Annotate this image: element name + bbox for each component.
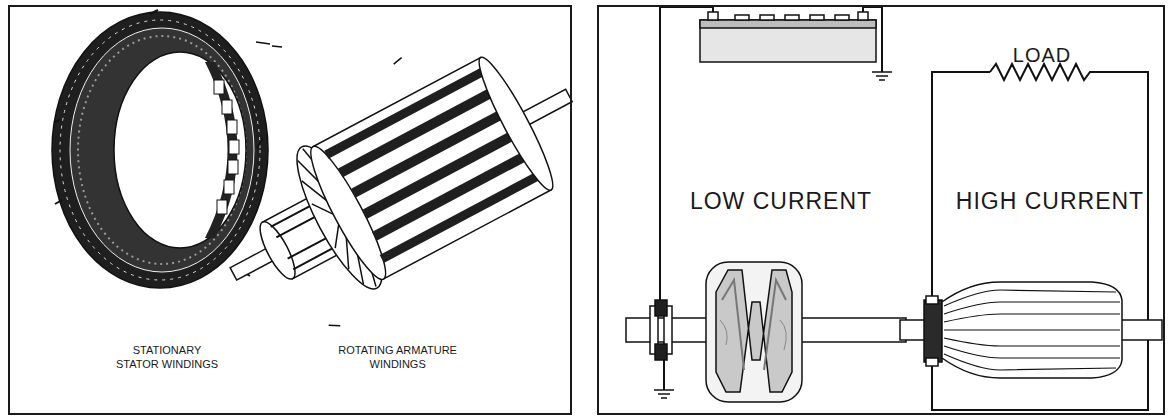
armature-rotor	[470, 52, 562, 196]
ground-symbol	[879, 79, 885, 81]
battery-symbol	[785, 15, 799, 20]
battery-symbol	[760, 15, 774, 20]
armature-rotor	[944, 329, 1120, 330]
armature-rotor	[944, 314, 1120, 322]
part-label: STATIONARY STATOR WINDINGS	[112, 343, 222, 371]
load-label: LOAD	[1007, 43, 1077, 67]
panel-frame: STATIONARY STATOR WINDINGS ROTATING ARMAT…	[8, 5, 572, 415]
armature-rotor	[944, 302, 1120, 314]
armature-rotor	[234, 58, 499, 331]
part-label: ROTATING ARMATURE WINDINGS	[337, 343, 458, 371]
load-wire	[932, 72, 1148, 410]
armature-rotor	[942, 282, 1122, 378]
stator-ring	[228, 160, 238, 174]
stator-ring	[222, 100, 232, 114]
stator-ring	[256, 42, 282, 47]
stator-ring	[224, 180, 234, 194]
stator-ring	[114, 52, 246, 248]
stator-ring	[78, 36, 246, 264]
armature-rotor	[276, 215, 317, 237]
armature-rotor	[900, 282, 1162, 378]
claw-pole-rotor	[722, 280, 786, 370]
current-label: HIGH CURRENT	[935, 187, 1165, 215]
armature-rotor	[288, 237, 329, 259]
load-wire	[932, 72, 990, 300]
resistor-symbol	[990, 64, 1102, 80]
armature-rotor	[313, 57, 551, 279]
armature-rotor	[944, 290, 1120, 370]
rotor-shaft	[655, 300, 667, 316]
battery-symbol	[700, 20, 876, 62]
battery-symbol	[700, 12, 876, 62]
ground-symbol	[658, 393, 670, 395]
ground-symbol	[876, 75, 888, 77]
field-wire	[863, 7, 882, 72]
current-label: LOW CURRENT	[661, 187, 901, 215]
claw-pole-rotor	[706, 262, 802, 402]
stator-ring	[227, 120, 237, 134]
claw-pole-rotor	[720, 320, 786, 350]
stator-ring	[52, 12, 268, 288]
armature-rotor	[293, 247, 334, 269]
armature-rotor	[181, 0, 614, 359]
stator-ring	[214, 80, 239, 214]
field-wire	[663, 360, 665, 390]
battery-symbol	[835, 15, 849, 20]
ground-symbol	[654, 72, 892, 398]
armature-rotor	[380, 170, 545, 263]
armature-rotor	[924, 300, 942, 362]
load-wire	[932, 72, 1148, 410]
claw-pole-rotor	[716, 270, 792, 392]
stator-ring	[52, 10, 282, 288]
battery-symbol	[735, 15, 749, 20]
ground-symbol	[872, 71, 892, 73]
battery-symbol	[858, 12, 868, 20]
armature-rotor	[944, 290, 1116, 306]
stator-ring	[54, 10, 250, 276]
claw-pole-rotor	[706, 262, 802, 402]
rotor-shaft	[655, 344, 667, 360]
stator-ring	[217, 200, 227, 214]
armature-rotor	[926, 358, 938, 366]
battery-symbol	[700, 20, 876, 28]
battery-symbol	[810, 15, 824, 20]
resistor-symbol	[990, 64, 1102, 80]
stator-ring	[229, 140, 239, 154]
stator-ring	[70, 28, 254, 272]
armature-rotor	[944, 346, 1120, 358]
armature-rotor	[926, 296, 938, 304]
field-wire	[660, 7, 713, 300]
armature-rotor	[301, 140, 396, 286]
ground-symbol	[654, 389, 674, 391]
ground-symbol	[661, 397, 667, 399]
armature-rotor	[944, 354, 1116, 370]
armature-rotor	[271, 205, 312, 227]
stator-ring	[60, 20, 260, 280]
stator-ring	[214, 80, 224, 94]
battery-symbol	[708, 12, 718, 20]
armature-rotor	[944, 338, 1120, 346]
panel-frame: LOAD LOW CURRENT HIGH CURRENT	[597, 5, 1165, 415]
